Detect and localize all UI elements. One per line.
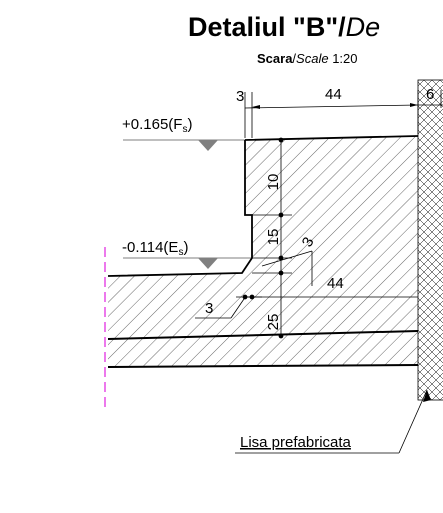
bevel-leader-upper xyxy=(261,250,313,286)
concrete-block xyxy=(108,136,418,367)
dim-v-15: 15 xyxy=(265,229,282,246)
dim-bevel-3-lower: 3 xyxy=(205,300,213,317)
dim-top-6: 6 xyxy=(426,86,434,103)
level-lower-code: E xyxy=(168,239,178,256)
level-upper-code: F xyxy=(173,116,182,133)
level-upper-value: +0.165 xyxy=(122,116,168,133)
precast-callout: Lisa prefabricata xyxy=(235,389,431,454)
dim-v-10: 10 xyxy=(265,174,282,191)
dim-top-3: 3 xyxy=(236,88,244,105)
dimension-chain-top xyxy=(244,90,443,138)
scale-label: Scara/Scale 1:20 xyxy=(257,51,358,66)
svg-text:+0.165(Fs): +0.165(Fs) xyxy=(122,116,192,135)
svg-text:-0.114(Es): -0.114(Es) xyxy=(122,239,188,258)
level-upper-sub: s xyxy=(182,124,187,135)
drawing-title: Detaliul "B"/De xyxy=(188,12,380,42)
level-marker-upper: +0.165(Fs) xyxy=(122,116,245,151)
level-lower-sub: s xyxy=(178,247,183,258)
dim-mid-44: 44 xyxy=(327,275,344,292)
block-outline xyxy=(107,135,419,277)
level-lower-value: -0.114 xyxy=(122,239,163,256)
precast-wall xyxy=(417,79,443,401)
level-marker-lower: -0.114(Es) xyxy=(122,239,252,269)
bevel-leader-lower xyxy=(195,295,262,319)
dim-top-44: 44 xyxy=(325,86,342,103)
drawing-title-secondary: De xyxy=(346,12,381,42)
dim-v-25: 25 xyxy=(265,314,282,331)
slab-bottom-line xyxy=(107,364,419,368)
slab-top-line xyxy=(107,330,419,340)
callout-label: Lisa prefabricata xyxy=(240,434,352,451)
